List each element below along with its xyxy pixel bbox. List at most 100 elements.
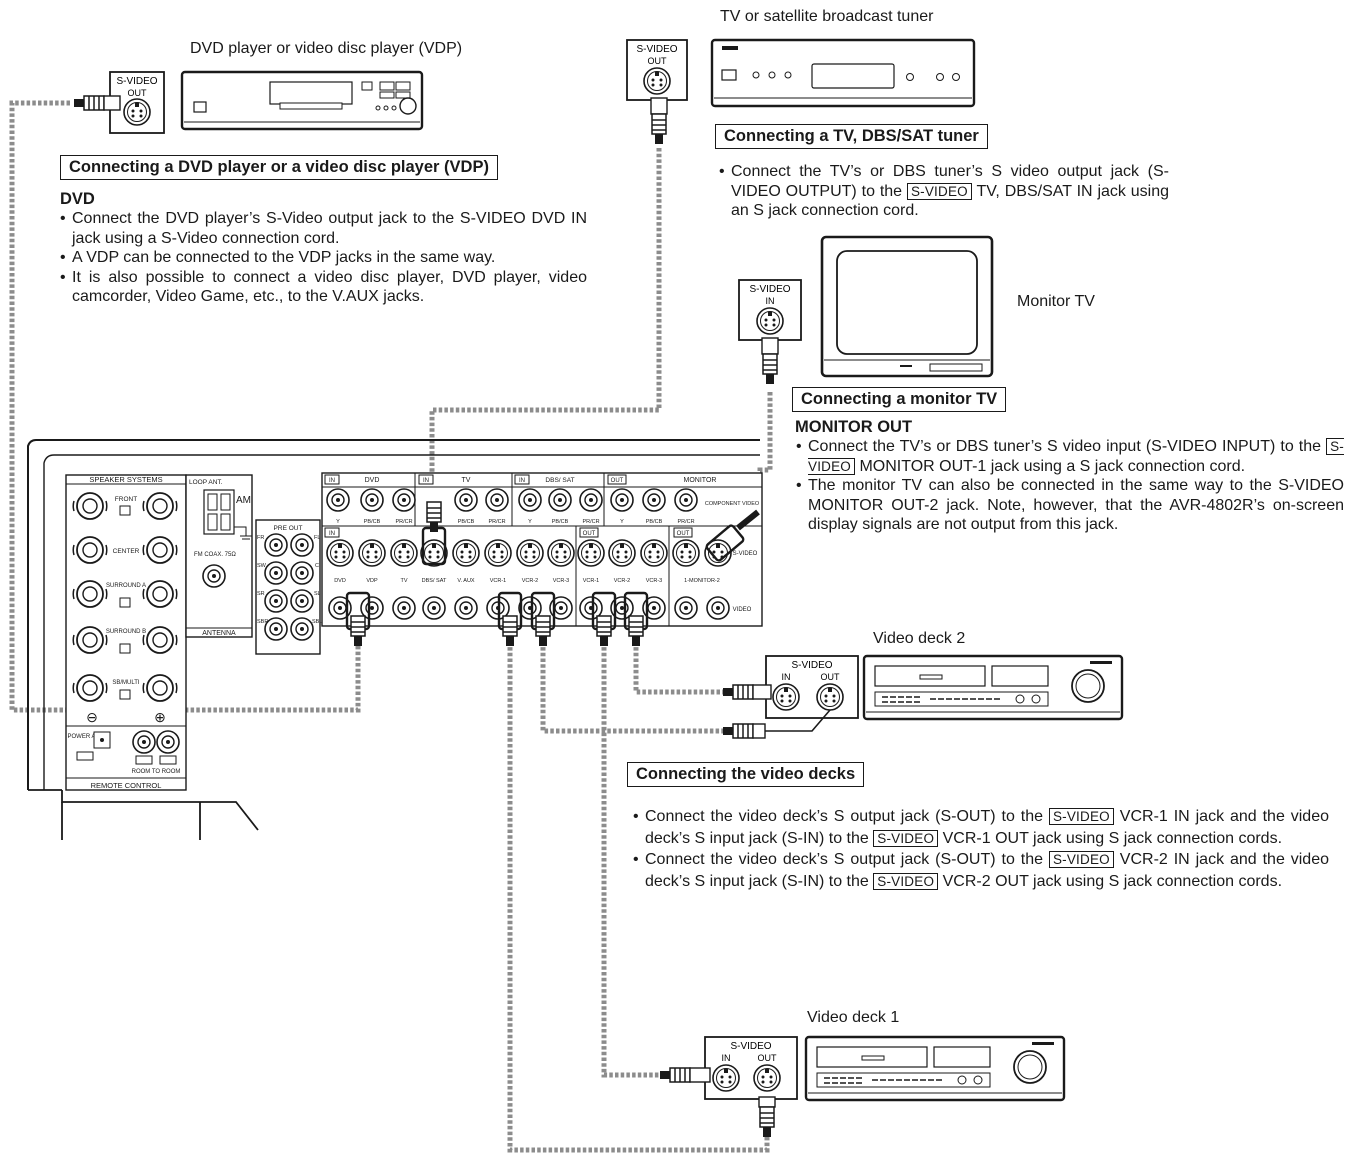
svg-text:TV: TV [462,477,471,484]
deck1-svideo-plate: S-VIDEO IN OUT [704,1036,798,1100]
svg-text:SPEAKER SYSTEMS: SPEAKER SYSTEMS [89,475,162,484]
svg-text:IN: IN [329,478,335,484]
svg-text:PR/CR: PR/CR [677,519,694,525]
svg-text:V. AUX: V. AUX [457,578,475,584]
list-item: The monitor TV can also be connected in … [796,476,1344,535]
svg-text:CENTER: CENTER [113,548,140,555]
tuner-bullet-text-2: TV, DBS/SAT IN jack using an S jack conn… [731,182,1170,220]
svg-text:IN: IN [782,672,791,682]
svg-text:DBS/ SAT: DBS/ SAT [422,578,447,584]
vcr1-text-c: VCR-1 OUT jack using S jack connection c… [942,829,1283,847]
svideo-label: S-VIDEO [873,829,939,847]
svideo-label: S-VIDEO [873,872,939,890]
svg-text:⊖: ⊖ [86,709,98,725]
svg-text:IN: IN [722,1053,731,1063]
svg-text:Y: Y [620,519,624,525]
svg-text:SR: SR [257,591,265,597]
monitor-section-title: Connecting a monitor TV [792,387,1007,412]
dvd-player-icon [180,70,424,131]
svideo-label: S-VIDEO [906,182,972,200]
svg-text:OUT: OUT [821,672,841,682]
svg-text:DBS/ SAT: DBS/ SAT [545,477,574,484]
tuner-caption: TV or satellite broadcast tuner [720,8,934,25]
svg-text:SURROUND B: SURROUND B [106,629,146,635]
svg-text:OUT: OUT [677,531,690,537]
svg-text:S-VIDEO: S-VIDEO [733,551,758,557]
svg-text:S-VIDEO: S-VIDEO [791,660,832,671]
svg-text:OUT: OUT [758,1053,778,1063]
cable-deck1-out [507,630,770,1153]
svg-text:PR/CR: PR/CR [395,519,412,525]
receiver-plugs [345,501,760,647]
monitor-bullet-text-2: MONITOR OUT-1 jack using a S jack connec… [859,457,1246,475]
list-item: It is also possible to connect a video d… [60,268,587,307]
svg-text:SW: SW [257,563,267,569]
svg-text:PR/CR: PR/CR [488,519,505,525]
vcr2-text-b: VCR-2 IN jack and the video deck’s S inp… [645,851,1330,890]
list-item: Connect the DVD player’s S-Video output … [60,209,587,248]
deck2-svideo-plate: S-VIDEO IN OUT [765,655,859,719]
svg-text:VCR-1: VCR-1 [490,578,507,584]
svg-text:AM: AM [236,495,251,506]
list-item: Connect the video deck’s S output jack (… [633,806,1329,849]
dvd-subheading: DVD [60,190,95,208]
receiver-rear-panel: SPEAKER SYSTEMS FRONT CENTER SURROUND A … [27,439,763,840]
svg-text:VIDEO: VIDEO [733,607,752,613]
vcr1-text-b: VCR-1 IN jack and the video deck’s S inp… [645,808,1330,847]
video-decks-section-title: Connecting the video decks [627,762,865,787]
monitor-tv-caption: Monitor TV [1017,293,1095,310]
svg-text:VCR-1: VCR-1 [583,578,600,584]
svg-text:OUT: OUT [583,531,596,537]
svg-text:FL: FL [314,535,320,541]
cable-tuner [429,148,662,525]
svg-text:SL: SL [314,591,321,597]
svg-text:SB/MULTI: SB/MULTI [112,680,140,686]
svg-text:VCR-3: VCR-3 [553,578,570,584]
svg-text:IN: IN [519,478,525,484]
list-item: Connect the video deck’s S output jack (… [633,849,1329,892]
svg-text:COMPONENT VIDEO: COMPONENT VIDEO [705,501,760,507]
monitor-out-subheading: MONITOR OUT [795,418,913,436]
svg-text:C: C [315,563,319,569]
tuner-section-title: Connecting a TV, DBS/SAT tuner [715,124,988,149]
vcr2-text-c: VCR-2 OUT jack using S jack connection c… [942,872,1283,890]
tuner-instructions: Connect the TV’s or DBS tuner’s S video … [719,162,1169,221]
svg-text:IN: IN [423,478,429,484]
monitor-instructions: Connect the TV’s or DBS tuner’s S video … [796,437,1344,535]
video-deck-2-caption: Video deck 2 [873,630,966,647]
svg-text:PB/CB: PB/CB [458,519,475,525]
svg-text:⊕: ⊕ [154,709,166,725]
list-item: A VDP can be connected to the VDP jacks … [60,248,587,268]
svg-text:PR/CR: PR/CR [582,519,599,525]
svg-text:FR: FR [257,535,264,541]
svg-text:TV: TV [400,578,407,584]
svg-text:S-VIDEO: S-VIDEO [749,284,790,295]
svg-text:VCR-3: VCR-3 [646,578,663,584]
cable-deck2-out [540,630,725,734]
svg-text:ROOM TO ROOM: ROOM TO ROOM [132,769,181,775]
dvd-instructions: Connect the DVD player’s S-Video output … [60,209,587,307]
cable-deck1-in [601,630,662,1078]
svg-text:OUT: OUT [128,88,148,98]
video-deck-1-icon [804,1035,1066,1102]
svg-text:OUT: OUT [611,478,624,484]
monitor-tv-icon [820,235,994,378]
video-decks-instructions: Connect the video deck’s S output jack (… [633,806,1329,892]
tuner-icon [710,38,976,108]
svg-text:PB/CB: PB/CB [552,519,569,525]
svg-text:LOOP ANT.: LOOP ANT. [189,479,223,486]
svideo-label: S-VIDEO [1048,808,1114,825]
svg-text:MONITOR: MONITOR [684,477,717,484]
svg-text:DVD: DVD [365,477,380,484]
monitor-bullet-text-1: Connect the TV’s or DBS tuner’s S video … [808,438,1322,455]
svg-text:VCR-2: VCR-2 [522,578,539,584]
svg-text:S-VIDEO: S-VIDEO [116,76,157,87]
tuner-svideo-plate: S-VIDEO OUT [626,39,688,101]
monitor-svideo-plate: S-VIDEO IN [738,279,802,341]
svg-text:PB/CB: PB/CB [646,519,663,525]
vcr2-text-a: Connect the video deck’s S output jack (… [645,851,1044,868]
svg-text:Y: Y [528,519,532,525]
svg-text:IN: IN [329,531,335,537]
svg-text:VDP: VDP [366,578,378,584]
svg-text:Y: Y [336,519,340,525]
